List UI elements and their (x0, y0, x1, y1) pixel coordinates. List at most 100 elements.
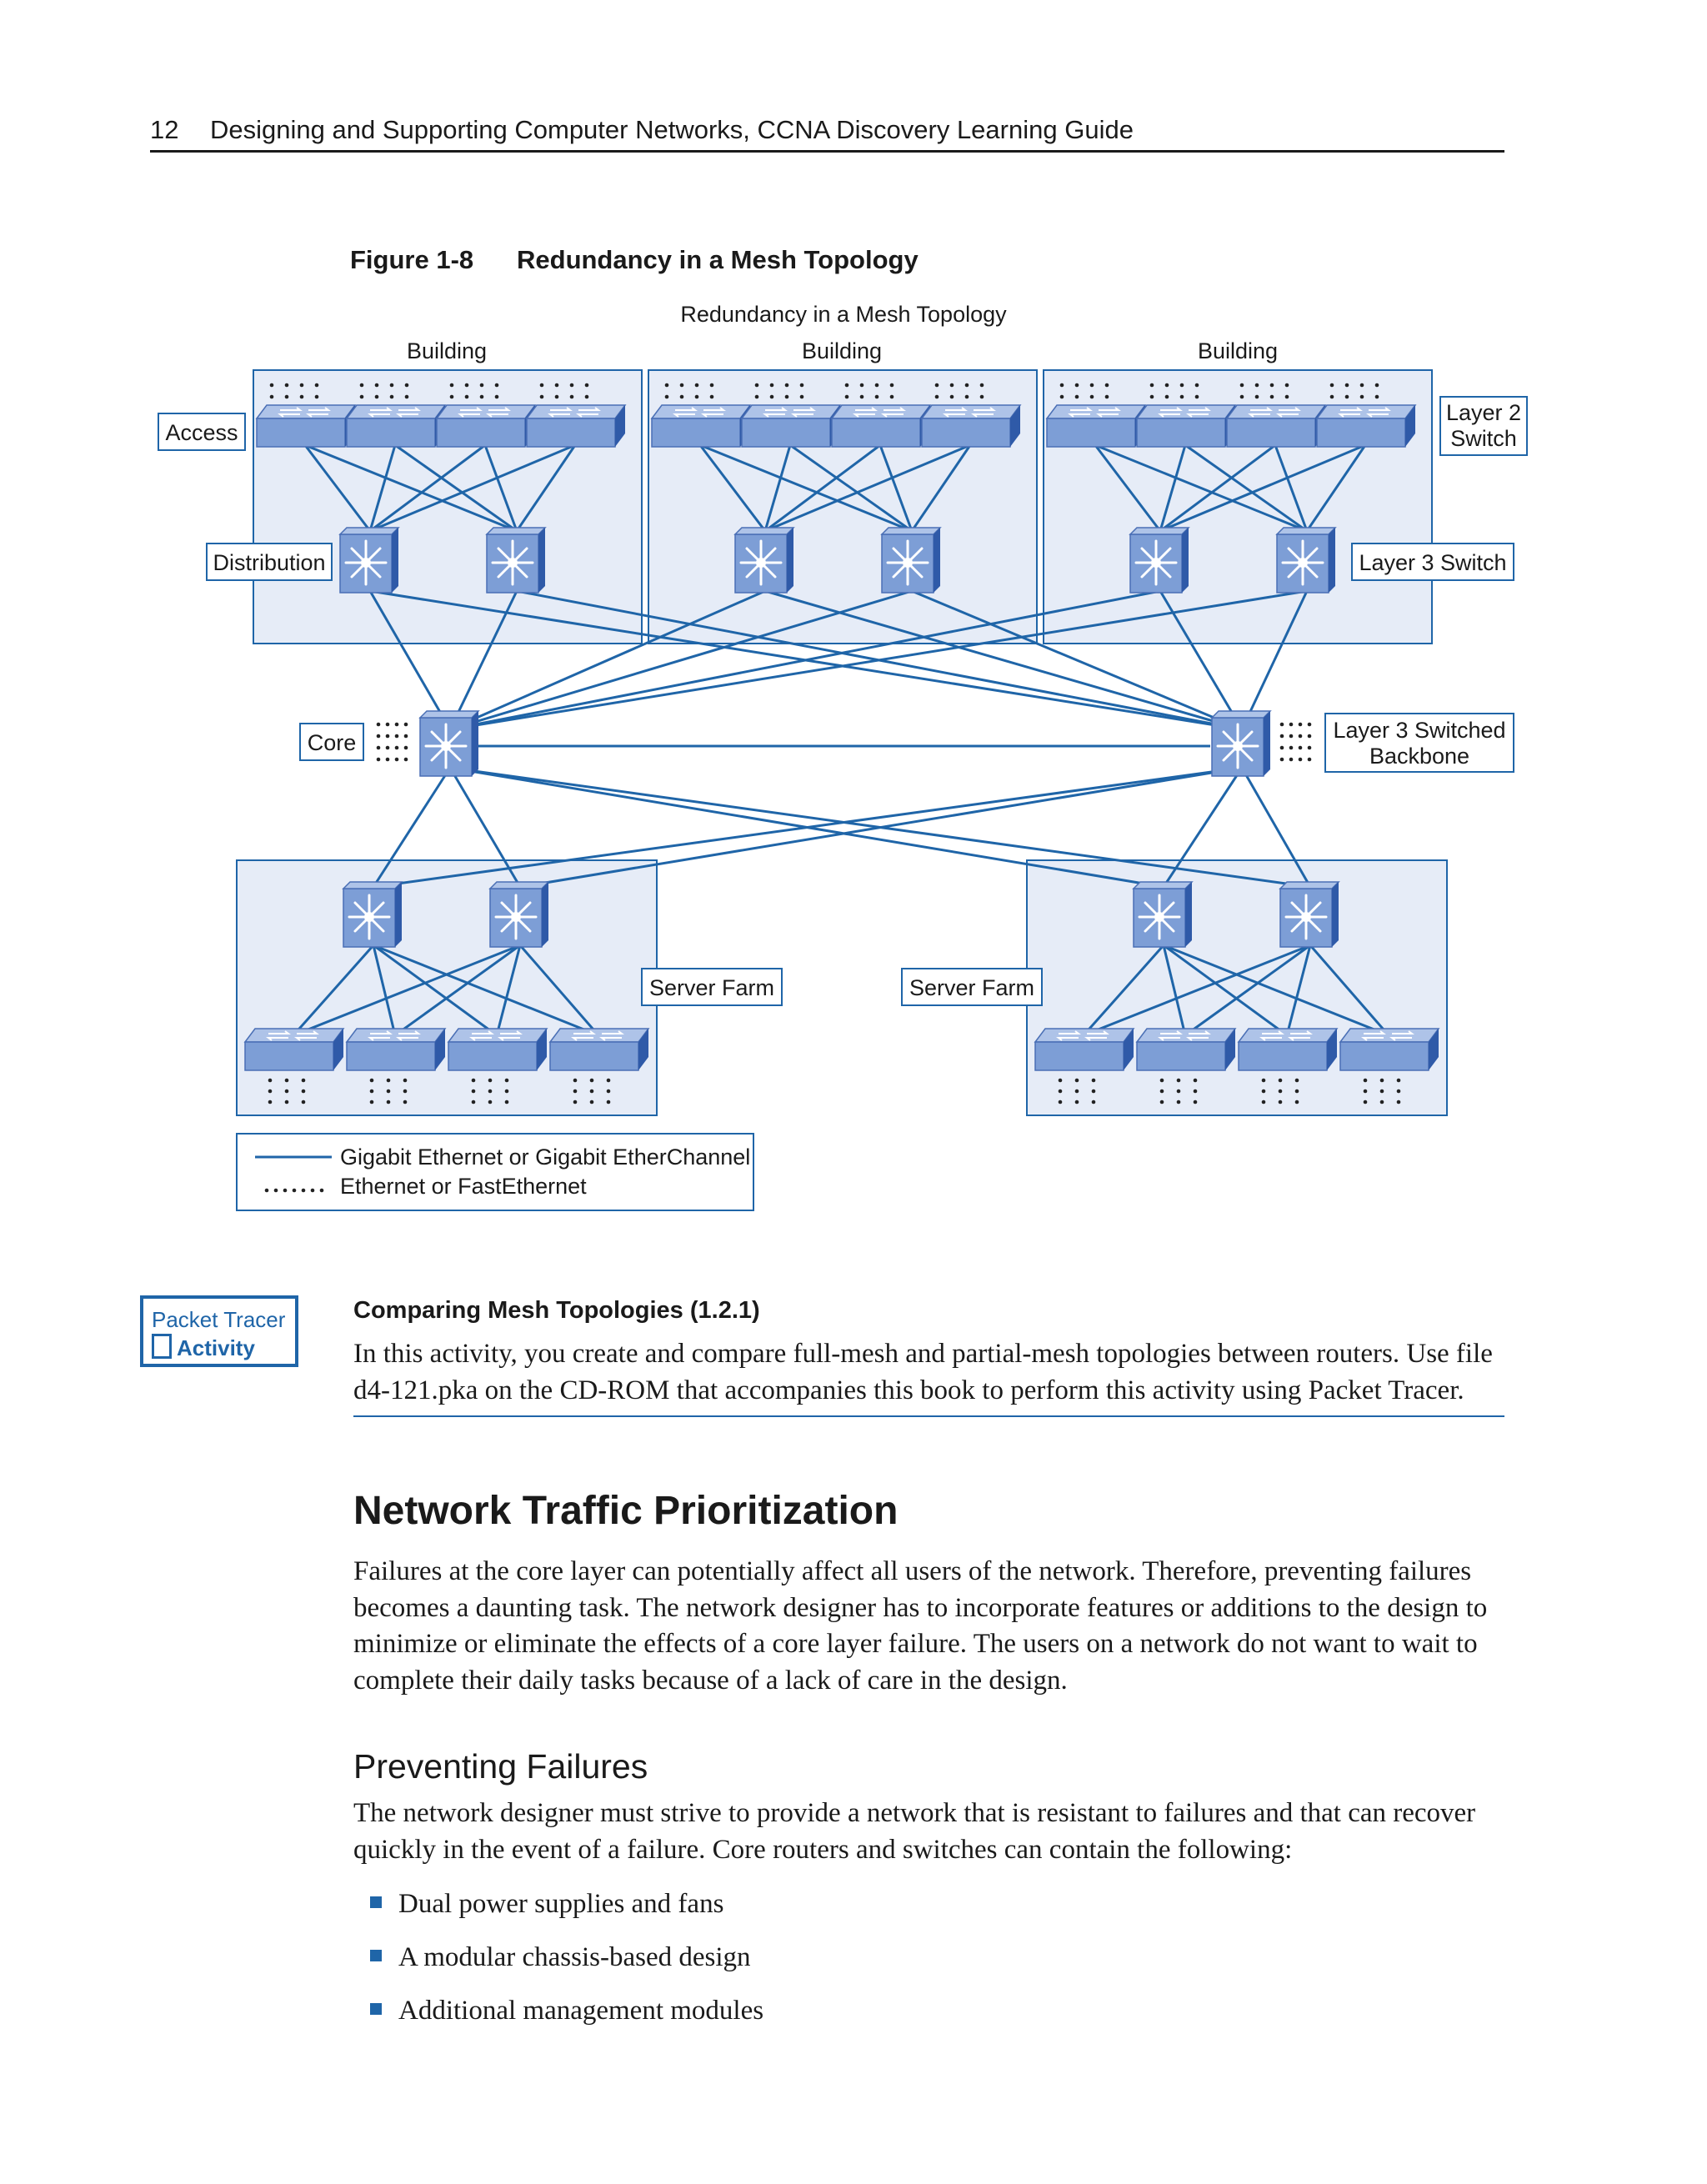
gigabit-link (1285, 944, 1312, 1036)
dotted-link-dot (1176, 1089, 1181, 1094)
dotted-link-dot (1074, 394, 1079, 399)
legend-dotted-swatch (264, 1188, 324, 1193)
dotted-link-dot (1254, 383, 1259, 388)
building-label-1: Building (407, 338, 487, 363)
gigabit-link (515, 444, 577, 532)
gigabit-link (764, 443, 881, 533)
dotted-link-dot (1089, 383, 1094, 388)
dotted-link-dot (554, 394, 559, 399)
dotted-link-dot (554, 383, 559, 388)
dotted-link-dot (859, 394, 864, 399)
gigabit-link (1163, 944, 1288, 1037)
dotted-link-dot (376, 734, 381, 739)
legend-solid-label: Gigabit Ethernet or Gigabit EtherChannel (340, 1145, 750, 1170)
legend-box (236, 1133, 754, 1211)
distribution-label-box (206, 543, 333, 581)
dotted-link-dot (1159, 1100, 1164, 1105)
gigabit-link (764, 443, 971, 533)
access-label-box (158, 413, 246, 451)
dotted-link-dot (1164, 394, 1169, 399)
core-switch-icon (418, 709, 480, 778)
dotted-link-dot (569, 383, 574, 388)
gigabit-link (1163, 944, 1389, 1037)
dotted-link-dot (1059, 394, 1064, 399)
access-switch-icon (436, 404, 536, 448)
gigabit-link (1159, 444, 1187, 532)
dotted-link-dot (784, 383, 789, 388)
dotted-link-dot (1379, 1078, 1384, 1083)
gigabit-link (1159, 443, 1366, 533)
gigabit-link (448, 767, 522, 888)
gigabit-link (373, 944, 498, 1037)
dotted-link-dot (1074, 383, 1079, 388)
dotted-link-dot (284, 394, 289, 399)
gigabit-link (372, 767, 452, 888)
dotted-link-dot (874, 394, 879, 399)
subsection-paragraph: The network designer must strive to prov… (353, 1798, 1476, 1865)
dotted-link-dot (1261, 1089, 1266, 1094)
dotted-link-dot (1193, 1089, 1198, 1094)
gigabit-link (1274, 444, 1309, 532)
dotted-link-dot (844, 394, 849, 399)
dotted-link-dot (1289, 734, 1294, 739)
dotted-link-dot (1363, 1100, 1368, 1105)
dotted-link-dot (584, 383, 589, 388)
gigabit-link (518, 944, 600, 1036)
dotted-link-dot (1089, 394, 1094, 399)
distribution-switch-icon (485, 526, 547, 594)
gigabit-link (911, 589, 1243, 731)
dotted-link-dot (299, 383, 304, 388)
dotted-link-dot (1279, 734, 1284, 739)
dotted-link-dot (301, 1089, 306, 1094)
dotted-link-dot (376, 757, 381, 762)
dotted-link-dot (1074, 1089, 1079, 1094)
dotted-link-dot (1298, 722, 1303, 727)
dotted-link-dot (310, 1188, 315, 1193)
gigabit-link (394, 443, 518, 533)
dotted-link-dot (709, 394, 714, 399)
gigabit-link (394, 944, 521, 1037)
dotted-link-dot (679, 394, 684, 399)
dotted-link-dot (1307, 745, 1312, 750)
server-farm-distribution-switch-icon (342, 880, 403, 949)
dotted-link-dot (386, 1089, 391, 1094)
distribution-switch-icon (1275, 526, 1337, 594)
server-farm-left-label: Server Farm (649, 975, 774, 1000)
dotted-link-dot (369, 1089, 374, 1094)
dotted-link-dot (1289, 757, 1294, 762)
access-switch-icon (1136, 404, 1236, 448)
dotted-link-dot (494, 383, 499, 388)
gigabit-link (763, 444, 792, 532)
core-label: Core (308, 730, 357, 755)
dotted-link-dot (679, 383, 684, 388)
dotted-link-dot (314, 383, 319, 388)
dotted-link-dot (1374, 394, 1379, 399)
dotted-link-dot (269, 394, 274, 399)
gigabit-link (1159, 590, 1244, 730)
dotted-link-dot (589, 1089, 594, 1094)
gigabit-link (303, 444, 372, 532)
figure-number: Figure 1-8 (350, 245, 474, 274)
dotted-link-dot (471, 1078, 476, 1083)
dotted-link-dot (569, 394, 574, 399)
badge-line2: Activity (177, 1335, 255, 1360)
dotted-link-dot (1164, 383, 1169, 388)
subsection-heading: Preventing Failures (353, 1747, 648, 1786)
dotted-link-dot (488, 1089, 493, 1094)
dotted-link-dot (283, 1188, 288, 1193)
dotted-link-dot (394, 757, 399, 762)
dotted-link-dot (1344, 383, 1349, 388)
dotted-link-dot (284, 1089, 289, 1094)
dotted-link-dot (1294, 1100, 1299, 1105)
badge-line1: Packet Tracer (152, 1307, 286, 1332)
dotted-link-dot (389, 394, 394, 399)
dotted-link-dot (1104, 383, 1109, 388)
dotted-link-dot (488, 1078, 493, 1083)
list-item: Dual power supplies and fans (370, 1886, 763, 1939)
dotted-link-dot (1359, 394, 1364, 399)
header-rule (150, 150, 1504, 153)
dotted-link-dot (1298, 734, 1303, 739)
gigabit-link (789, 443, 913, 533)
gigabit-link (369, 443, 576, 533)
